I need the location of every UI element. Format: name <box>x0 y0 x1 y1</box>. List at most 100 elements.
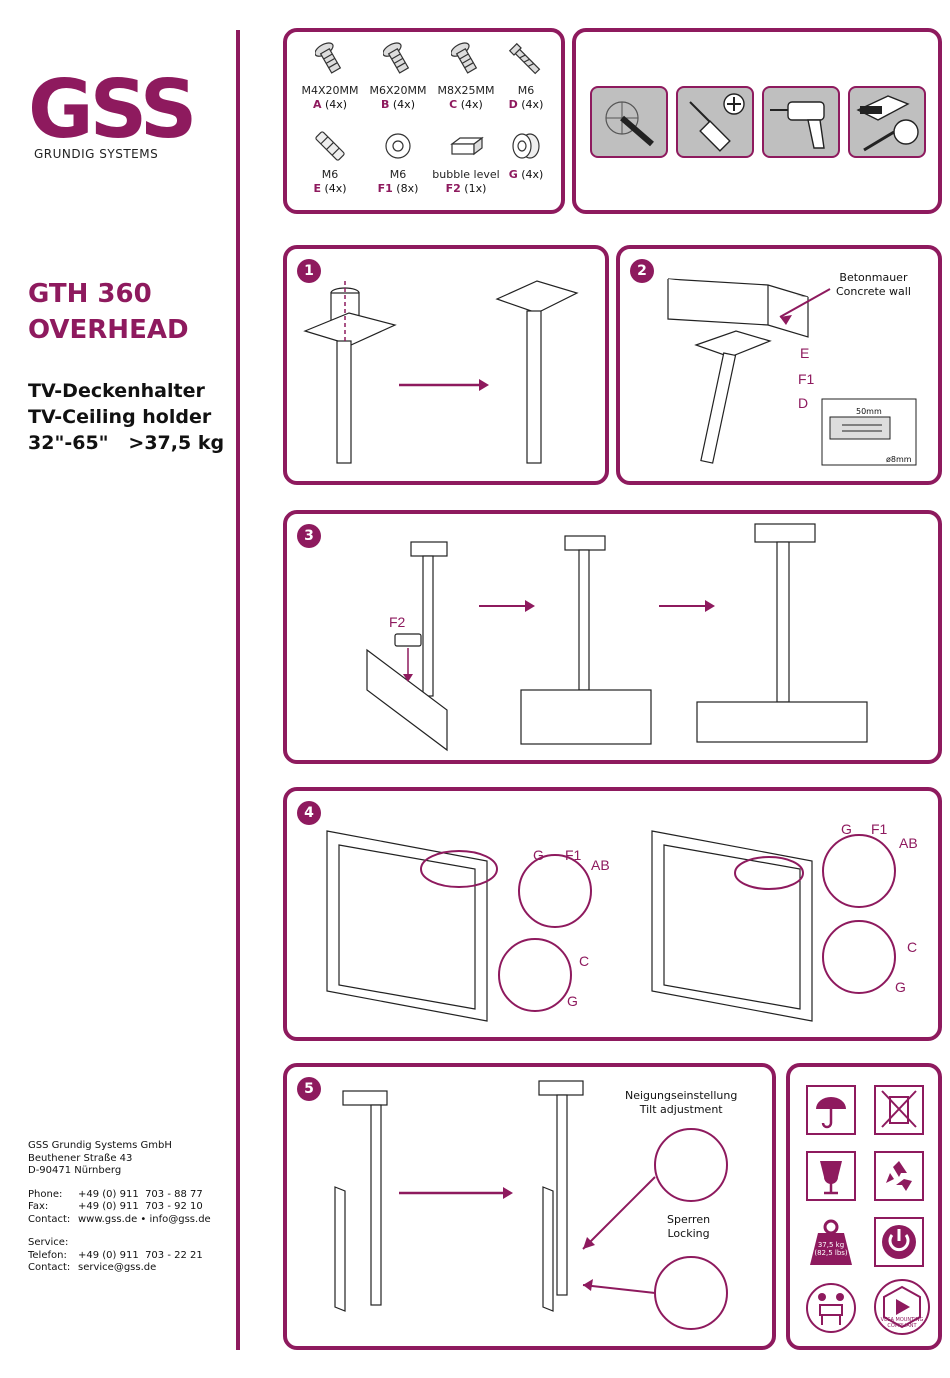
part-id: G <box>508 168 518 181</box>
tool-tape-measure <box>848 86 926 158</box>
part-qty: (1x) <box>464 182 487 195</box>
step-2-illustration <box>667 278 917 466</box>
parts-panel: M4X20MM A (4x) M6X20MM B (4x) M8X25MM C … <box>283 28 565 214</box>
part-id: C <box>449 98 458 111</box>
tilt-de: Neigungseinstellung <box>625 1089 738 1102</box>
part-qty: (4x) <box>460 98 483 111</box>
part-size: M6 <box>517 84 535 97</box>
callout-ab: AB <box>591 857 610 873</box>
step-1-panel: 1 <box>283 245 609 485</box>
part-qty: (4x) <box>392 98 415 111</box>
step-5-illustration <box>334 1080 728 1330</box>
bubble-level-icon <box>450 136 484 156</box>
weight-icon <box>806 1217 856 1267</box>
weight-kg: 37,5 kg <box>817 1241 845 1249</box>
step-4-illustration <box>326 830 896 1022</box>
spacer-icon <box>512 133 540 159</box>
drill-icon <box>770 101 825 149</box>
step-number: 3 <box>297 524 321 548</box>
step-number: 1 <box>297 259 321 283</box>
telefon-value: +49 (0) 911 703 - 22 21 <box>78 1249 203 1261</box>
callout-g: G <box>895 979 906 995</box>
tool-pencil <box>590 86 668 158</box>
concrete-en: Concrete wall <box>836 285 911 298</box>
dim-50mm: 50mm <box>856 407 882 416</box>
part-a: M4X20MM A (4x) <box>295 40 365 112</box>
screw-icon <box>383 42 410 74</box>
company-city: D-90471 Nürnberg <box>28 1165 122 1176</box>
part-id: B <box>381 98 390 111</box>
callout-e: E <box>800 345 810 361</box>
part-f2: bubble level F2 (1x) <box>429 128 503 196</box>
anchor-icon <box>315 131 345 161</box>
lock-de: Sperren <box>667 1213 711 1226</box>
part-f1: M6 F1 (8x) <box>363 128 433 196</box>
fragile-glass-icon <box>806 1151 856 1201</box>
contact-label: Contact: <box>28 1213 71 1225</box>
weight-lbs: (82,5 lbs) <box>814 1249 848 1257</box>
desc-de: TV-Deckenhalter <box>28 380 205 402</box>
part-qty: (4x) <box>521 168 544 181</box>
part-id: E <box>313 182 321 195</box>
tool-drill <box>762 86 840 158</box>
divider-line <box>236 30 240 1350</box>
lag-bolt-icon <box>508 42 541 75</box>
step-number: 5 <box>297 1077 321 1101</box>
callout-f1: F1 <box>565 847 582 863</box>
weight-label: 37,5 kg(82,5 lbs) <box>808 1241 854 1257</box>
callout-f1: F1 <box>871 821 888 837</box>
part-b: M6X20MM B (4x) <box>363 40 433 112</box>
step-4-panel: 4 G F1 AB C G G F1 AB C G <box>283 787 942 1041</box>
part-e: M6 E (4x) <box>295 128 365 196</box>
fax-value: +49 (0) 911 703 - 92 10 <box>78 1201 203 1212</box>
two-person-lift-icon <box>806 1283 856 1333</box>
logo-subtitle: GRUNDIG SYSTEMS <box>34 147 159 161</box>
umbrella-icon <box>806 1085 856 1135</box>
recycle-icon <box>874 1151 924 1201</box>
phone-value: +49 (0) 911 703 - 88 77 <box>78 1188 203 1200</box>
part-d: M6 D (4x) <box>491 40 561 112</box>
service-contact-label: Contact: <box>28 1262 71 1273</box>
part-size: M4X20MM <box>301 84 359 97</box>
callout-f1: F1 <box>798 371 815 387</box>
callout-g: G <box>533 847 544 863</box>
screw-icon <box>451 42 478 74</box>
callout-ab: AB <box>899 835 918 851</box>
part-size: M6 <box>321 168 339 181</box>
screw-icon <box>315 42 342 74</box>
fax-label: Fax: <box>28 1201 49 1212</box>
tools-panel <box>572 28 942 214</box>
model-title: GTH 360 OVERHEAD <box>28 276 189 348</box>
part-qty: (4x) <box>521 98 544 111</box>
part-size: M6X20MM <box>369 84 427 97</box>
tilt-en: Tilt adjustment <box>639 1103 723 1116</box>
vesa-label: VESA MOUNTING COMPLIANT <box>880 1317 924 1329</box>
contact-value[interactable]: www.gss.de • info@gss.de <box>78 1213 211 1225</box>
callout-f2: F2 <box>389 614 406 630</box>
step-3-panel: 3 F2 <box>283 510 942 764</box>
product-description: TV-Deckenhalter TV-Ceiling holder 32"-65… <box>28 378 224 456</box>
green-dot-icon <box>874 1217 924 1267</box>
step-number: 4 <box>297 801 321 825</box>
part-id: F1 <box>377 182 393 195</box>
desc-spec: 32"-65" >37,5 kg <box>28 432 225 454</box>
washer-icon <box>385 133 411 159</box>
model-line2: OVERHEAD <box>28 315 189 345</box>
gss-logo: GSS <box>28 63 197 156</box>
callout-g: G <box>567 993 578 1009</box>
symbols-panel: 37,5 kg(82,5 lbs) VESA MOUNTING COMPLIAN… <box>786 1063 942 1350</box>
dim-8mm: ø8mm <box>886 455 912 464</box>
service-contact-value[interactable]: service@gss.de <box>78 1262 157 1273</box>
waste-bin-crossed-icon <box>874 1085 924 1135</box>
concrete-de: Betonmauer <box>839 271 908 284</box>
tool-screwdriver <box>676 86 754 158</box>
contact-block: GSS Grundig Systems GmbH Beuthener Straß… <box>28 1140 211 1286</box>
vesa-icon: VESA MOUNTING COMPLIANT <box>874 1279 930 1335</box>
part-qty: (8x) <box>396 182 419 195</box>
part-qty: (4x) <box>324 98 348 111</box>
